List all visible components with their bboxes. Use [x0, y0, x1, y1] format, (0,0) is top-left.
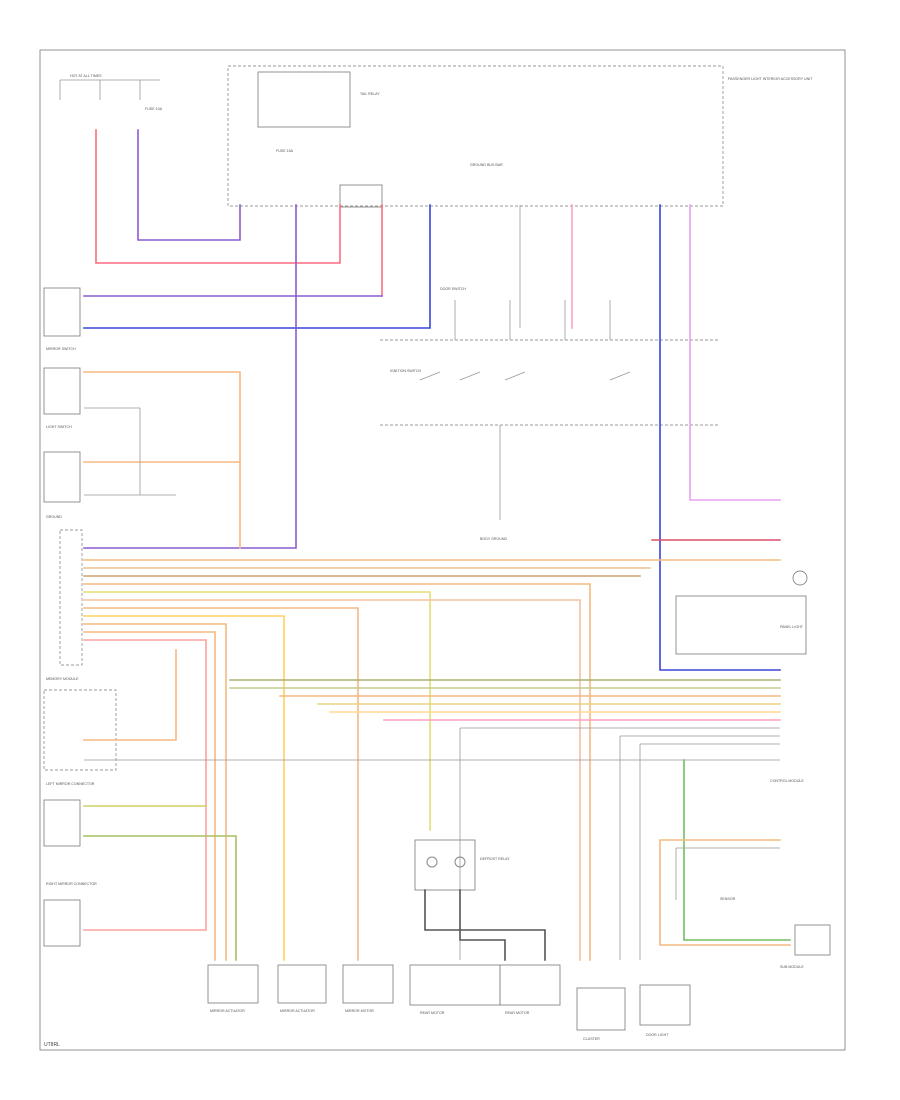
rear-motor-b-label: REAR MOTOR: [505, 1011, 530, 1015]
mirror-left-connector: [43, 799, 81, 847]
wire-blue-h: [83, 204, 431, 329]
wire-harness-4: [83, 583, 591, 961]
wire-harness-11: [83, 639, 207, 931]
defrost-icon-a: [426, 856, 438, 868]
panel-light-label: PANEL LIGHT: [780, 625, 804, 629]
module-title: PASSENGER LIGHT INTERIOR ACCESSORY UNIT: [728, 77, 813, 81]
wire-defrost-dark: [424, 889, 546, 961]
relay-box: [257, 71, 351, 128]
wire-harness-10: [83, 631, 216, 961]
mirror-actuator-b-label: MIRROR ACTUATOR: [280, 1009, 315, 1013]
switch-area-lines: [380, 339, 720, 426]
light-switch-label: LIGHT SWITCH: [46, 425, 72, 429]
top-left-label: HOT AT ALL TIMES: [70, 74, 102, 78]
rear-motor-b-box: [499, 964, 561, 1006]
wire-harness-6: [83, 599, 581, 961]
fuse-right-label: FUSE 10A: [145, 107, 163, 111]
fuse-left-label: FUSE 15A: [276, 149, 294, 153]
defrost-icon-b: [454, 856, 466, 868]
fuse-box: [339, 184, 383, 208]
wire-memory-orange: [83, 649, 177, 741]
main-connector: [59, 529, 83, 666]
wire-purple-long: [83, 204, 297, 549]
wire-harness-5: [83, 591, 431, 831]
mirror-right-label: RIGHT MIRROR CONNECTOR: [46, 882, 97, 886]
wire-blue-right: [659, 204, 781, 671]
wire-orange-right: [659, 839, 791, 946]
wire-dark-loop: [84, 407, 176, 496]
rear-motor-a-label: REAR MOTOR: [420, 1011, 445, 1015]
footer-code: UT8RL: [44, 1042, 60, 1048]
defrost-label: DEFROST RELAY: [480, 857, 510, 861]
door-light-box: [639, 984, 691, 1026]
mirror-actuator-a-label: MIRROR ACTUATOR: [210, 1009, 245, 1013]
wire-gray-right: [675, 847, 780, 900]
sub-module-label: SUB MODULE: [780, 965, 804, 969]
cluster-box: [576, 987, 626, 1031]
wire-harness-8: [83, 615, 285, 961]
mirror-motor-box: [342, 964, 394, 1004]
memory-module-label: MEMORY MODULE: [46, 677, 79, 681]
sub-module-box: [794, 924, 831, 956]
switch-connector-a: [43, 287, 81, 337]
switch-connector-b: [43, 367, 81, 415]
mirror-actuator-a-box: [207, 964, 259, 1004]
mirror-motor-label: MIRROR MOTOR: [345, 1009, 374, 1013]
defrost-relay: [414, 839, 476, 891]
ignition-label: IGNITION SWITCH: [390, 369, 422, 373]
mirror-left-label: LEFT MIRROR CONNECTOR: [46, 782, 95, 786]
wire-right-grays: [619, 735, 780, 960]
rear-motor-a-box: [409, 964, 501, 1006]
bus-label: GROUND BUS BAR: [470, 163, 503, 167]
switch-contacts: [419, 371, 631, 381]
control-module-label: CONTROL MODULE: [770, 779, 804, 783]
mirror-actuator-b-box: [277, 964, 327, 1004]
wire-yg-2: [83, 835, 237, 961]
memory-connector: [43, 689, 117, 771]
wire-harness-7: [83, 607, 359, 961]
wire-violet-right: [689, 204, 781, 501]
diagram-frame: [39, 49, 846, 1051]
wire-red-feed: [95, 129, 341, 264]
switch-panel-label: MIRROR SWITCH: [46, 347, 76, 351]
wire-purple-feed: [137, 129, 241, 241]
door-switch-label: DOOR SWITCH: [440, 287, 466, 291]
relay-label: TAIL RELAY: [360, 92, 380, 96]
ground-b-label: BODY GROUND: [480, 537, 507, 541]
panel-light-icon: [792, 570, 808, 586]
fuse-feed-lines: [59, 79, 160, 100]
switch-verticals: [454, 300, 611, 520]
wire-green-right: [683, 759, 791, 941]
wire-harness-9: [83, 623, 227, 961]
panel-light-box: [675, 595, 807, 655]
main-module: [227, 65, 724, 207]
door-light-label: DOOR LIGHT: [646, 1033, 669, 1037]
mirror-right-connector: [43, 899, 81, 947]
sensor-label: SENSOR: [720, 897, 736, 901]
switch-connector-c: [43, 451, 81, 503]
ground-a-label: GROUND: [46, 515, 62, 519]
cluster-label: CLUSTER: [583, 1037, 600, 1041]
wire-orange-a: [83, 371, 241, 549]
